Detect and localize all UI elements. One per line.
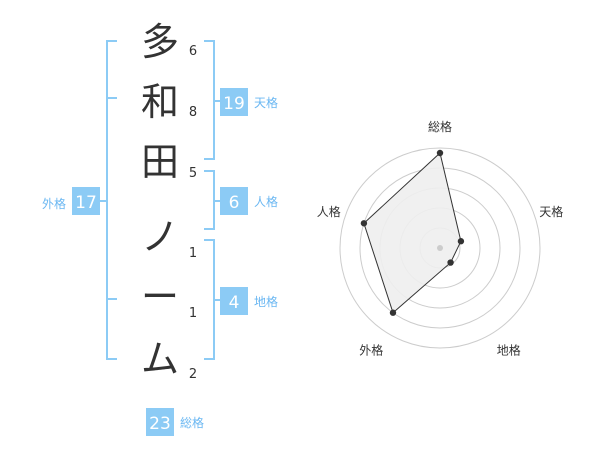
jinkaku-value: 6 [229, 193, 240, 213]
radar-point-3 [447, 259, 454, 266]
tenkaku-value: 19 [223, 94, 245, 114]
name-char-4: ノ [141, 215, 179, 259]
stroke-count-4: 1 [189, 246, 197, 261]
radar-axis-label-5: 人格 [317, 204, 341, 219]
name-char-3: 田 [141, 140, 179, 184]
gaikaku-label: 外格 [42, 196, 66, 211]
radar-point-1 [436, 149, 444, 157]
gaikaku-bracket [106, 40, 117, 360]
name-char-5: ー [141, 275, 179, 319]
tenkaku-bracket [204, 40, 222, 160]
stroke-count-3: 5 [189, 166, 197, 181]
chikaku-bracket [204, 239, 222, 360]
radar-axis-label-3: 地格 [497, 343, 521, 358]
stroke-count-6: 2 [189, 367, 197, 382]
name-char-1: 多 [141, 20, 179, 64]
radar-point-2 [457, 238, 465, 245]
stroke-count-1: 6 [189, 44, 197, 59]
stroke-count-2: 8 [189, 105, 197, 120]
radar-axis-label-4: 外格 [359, 343, 383, 358]
gaikaku-badge [72, 187, 100, 215]
jinkaku-label: 人格 [254, 194, 278, 209]
stroke-count-5: 1 [189, 306, 197, 321]
soukaku-badge [146, 408, 174, 436]
radar-axis-label-1: 総格 [428, 119, 452, 134]
soukaku-value: 23 [149, 414, 171, 434]
jinkaku-bracket [204, 170, 222, 230]
name-char-2: 和 [141, 80, 179, 124]
tenkaku-badge [220, 88, 248, 116]
gaikaku-value: 17 [75, 193, 97, 213]
radar-point-5 [360, 220, 368, 227]
radar-axis-label-2: 天格 [539, 204, 563, 219]
chikaku-value: 4 [229, 293, 240, 313]
jinkaku-badge [220, 187, 248, 215]
radar-point-4 [389, 309, 397, 316]
radar-center-dot [437, 245, 443, 251]
name-char-6: ム [141, 337, 179, 381]
soukaku-label: 総格 [180, 415, 204, 430]
tenkaku-label: 天格 [254, 95, 278, 110]
radar-data-polygon [363, 152, 462, 314]
chikaku-badge [220, 287, 248, 315]
chikaku-label: 地格 [254, 294, 278, 309]
